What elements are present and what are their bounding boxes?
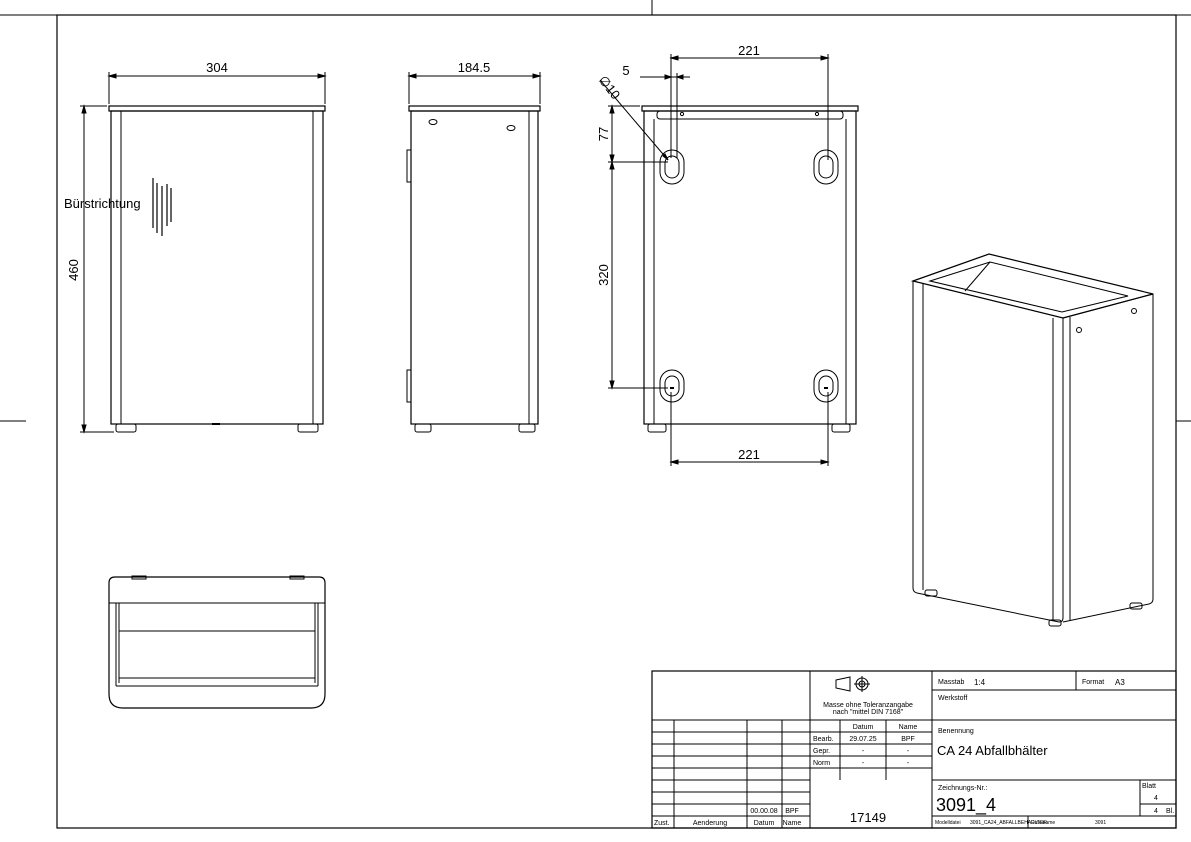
benennung-label: Benennung (938, 728, 974, 735)
projection-symbol-icon (835, 676, 870, 692)
bearb-datum: 29.07.25 (849, 736, 876, 743)
bl-label: Bl. (1166, 808, 1174, 815)
datum-label: Datum (754, 820, 775, 827)
gepr-datum: - (862, 748, 865, 755)
datum-header: Datum (853, 724, 874, 731)
norm-name: - (907, 760, 910, 767)
rear-bottom-dim: 221 (738, 447, 760, 462)
zeichnungs-label: Zeichnungs-Nr.: (938, 785, 987, 792)
modelldatei-value: 3091_CA24_ABFALLBEHAELTER (970, 820, 1047, 826)
name-label: Name (783, 820, 802, 827)
gepr-label: Gepr. (813, 748, 830, 755)
modelldatei-label: Modelldatei (935, 820, 961, 826)
format-value: A3 (1115, 678, 1125, 687)
title-block (651, 670, 1177, 829)
werkstoff-label: Werkstoff (938, 695, 967, 702)
rear-offset-dim: 5 (622, 63, 629, 78)
dateiname-label: Dateiname (1031, 820, 1055, 826)
rear-view (599, 54, 859, 466)
rear-vert-top-dim: 77 (596, 127, 611, 141)
front-height-dim: 460 (66, 259, 81, 281)
dateiname-value: 3091 (1095, 820, 1106, 826)
side-view (406, 72, 542, 433)
side-width-dim: 184.5 (458, 60, 491, 75)
name-header: Name (899, 724, 918, 731)
aenderung-label: Aenderung (693, 820, 727, 827)
rear-vert-mid-dim: 320 (596, 264, 611, 286)
front-view (80, 72, 327, 434)
top-view (108, 575, 326, 709)
zust-label: Zust. (654, 820, 670, 827)
gepr-name: - (907, 748, 910, 755)
revision-name: BPF (785, 808, 799, 815)
isometric-view (910, 253, 1154, 627)
norm-datum: - (862, 760, 865, 767)
norm-label: Norm (813, 760, 830, 767)
hole-diameter-dim: ∅10 (596, 73, 624, 103)
blatt-value: 4 (1154, 795, 1158, 802)
benennung-value: CA 24 Abfallbhälter (937, 743, 1048, 758)
masstab-value: 1:4 (974, 678, 986, 687)
rear-top-dim: 221 (738, 43, 760, 58)
format-label: Format (1082, 679, 1104, 686)
blatt-label: Blatt (1142, 783, 1156, 790)
front-width-dim: 304 (206, 60, 228, 75)
brush-direction-label: Bürstrichtung (64, 196, 141, 211)
bearb-label: Bearb. (813, 736, 834, 743)
tolerance-line2: nach "mittel DIN 7168" (833, 709, 904, 716)
zeichnungs-value: 3091_4 (936, 795, 996, 816)
order-number: 17149 (850, 810, 886, 825)
bearb-name: BPF (901, 736, 915, 743)
masstab-label: Masstab (938, 679, 965, 686)
revision-datum: 00.00.08 (750, 808, 777, 815)
tolerance-line1: Masse ohne Toleranzangabe (823, 702, 913, 709)
bl-value: 4 (1154, 808, 1158, 815)
